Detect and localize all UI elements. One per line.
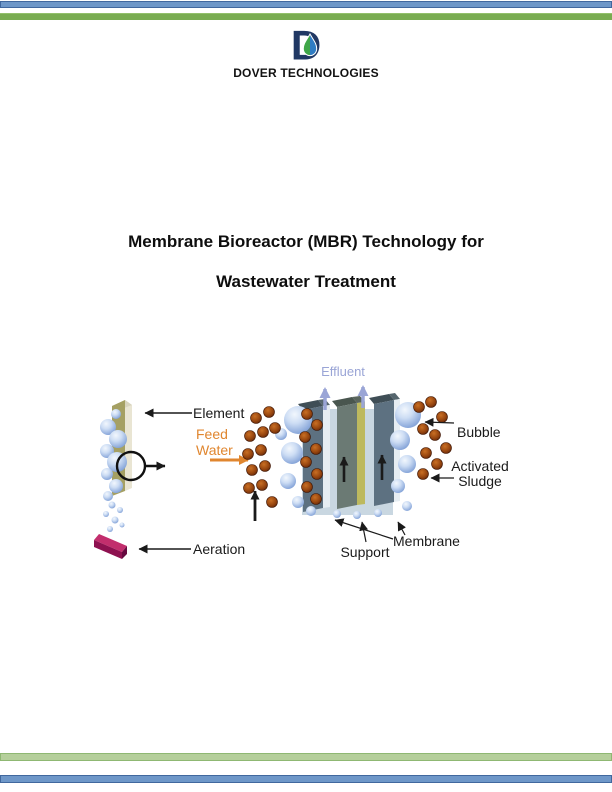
membrane-label-arrow-left bbox=[334, 518, 394, 540]
brand-name: DOVER TECHNOLOGIES bbox=[233, 66, 379, 80]
footer-accent-bar-blue bbox=[0, 775, 612, 783]
support-layer bbox=[357, 402, 365, 505]
feed-water: Feed Water bbox=[196, 426, 249, 465]
element-bubbles bbox=[100, 409, 127, 532]
membrane-label: Membrane bbox=[393, 533, 460, 549]
element-side-face bbox=[125, 400, 132, 491]
mbr-diagram: Element Aeration Feed Water bbox=[85, 358, 530, 570]
header-accent-bar-green bbox=[0, 13, 612, 20]
membrane-panel-middle bbox=[332, 396, 365, 509]
sludge-label-line1: Activated bbox=[451, 458, 509, 474]
title-line-1: Membrane Bioreactor (MBR) Technology for bbox=[128, 232, 484, 251]
magnifier-circle bbox=[115, 450, 147, 482]
support-label-arrow bbox=[359, 521, 369, 543]
bubble-label-arrow bbox=[424, 417, 455, 427]
water-drop-outline bbox=[302, 32, 318, 57]
title-line-2: Wastewater Treatment bbox=[216, 272, 396, 291]
bubble-label: Bubble bbox=[457, 424, 501, 440]
effluent-label: Effluent bbox=[321, 364, 365, 379]
right-labels: Bubble Activated Sludge bbox=[424, 417, 509, 489]
element-assembly: Element Aeration bbox=[94, 400, 245, 559]
aeration-label: Aeration bbox=[193, 541, 245, 557]
feed-water-label-line1: Feed bbox=[196, 426, 228, 442]
dover-logo: D bbox=[284, 22, 328, 69]
bottom-labels: Support Membrane bbox=[334, 518, 460, 560]
membrane-panel-right bbox=[369, 393, 400, 506]
sludge-label-line2: Sludge bbox=[458, 473, 502, 489]
footer-accent-bar-green bbox=[0, 753, 612, 761]
support-label: Support bbox=[340, 544, 389, 560]
water-drop-icon bbox=[303, 34, 317, 56]
element-label: Element bbox=[193, 405, 244, 421]
feed-water-label-line2: Water bbox=[196, 442, 233, 458]
aeration-diffuser bbox=[94, 534, 127, 559]
membrane-label-arrow-right bbox=[397, 521, 406, 536]
document-title: Membrane Bioreactor (MBR) Technology for… bbox=[40, 222, 572, 302]
sludge-particles bbox=[242, 396, 452, 508]
membrane-module: Effluent bbox=[250, 364, 400, 521]
header-accent-bar-blue bbox=[0, 1, 612, 8]
